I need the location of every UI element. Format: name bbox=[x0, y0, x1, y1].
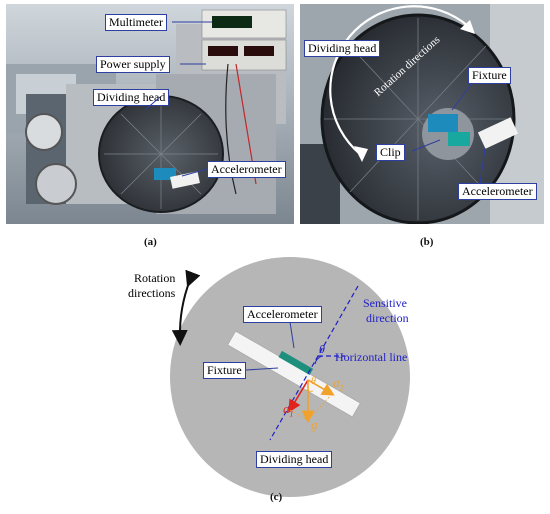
a2-vector bbox=[307, 379, 335, 396]
label-direction: direction bbox=[366, 311, 409, 325]
label-theta: θ bbox=[319, 342, 325, 356]
sensitive-direction-line bbox=[269, 285, 359, 441]
label-fixture-c: Fixture bbox=[203, 362, 246, 379]
accelerometer-sensor bbox=[278, 350, 314, 375]
label-g: g bbox=[311, 417, 318, 432]
caption-c: (c) bbox=[270, 491, 283, 503]
label-a1: a1 bbox=[283, 401, 294, 419]
caption-b: (b) bbox=[420, 236, 434, 248]
label-dividing-head-b: Dividing head bbox=[304, 40, 381, 57]
label-horizontal-line: Horizontal line bbox=[335, 350, 408, 364]
label-theta-2: θ bbox=[311, 376, 316, 387]
label-a2: a2 bbox=[333, 375, 344, 393]
label-accelerometer-c: Accelerometer bbox=[243, 306, 322, 323]
theta-arc bbox=[314, 355, 323, 365]
a1-vector bbox=[288, 379, 309, 413]
label-clip: Clip bbox=[376, 144, 405, 161]
photo-test-setup bbox=[6, 4, 294, 224]
label-sensitive: Sensitive bbox=[363, 296, 407, 310]
leader-lines-b bbox=[411, 82, 486, 185]
label-directions: directions bbox=[128, 286, 176, 300]
rotation-arrow bbox=[171, 269, 201, 346]
schematic-diagram bbox=[170, 257, 410, 497]
label-power-supply: Power supply bbox=[96, 56, 170, 73]
label-rotation: Rotation bbox=[134, 271, 176, 285]
label-accelerometer-b: Accelerometer bbox=[458, 183, 537, 200]
label-dividing-head-a: Dividing head bbox=[93, 89, 170, 106]
label-multimeter: Multimeter bbox=[105, 14, 167, 31]
leader-lines-a bbox=[144, 21, 212, 177]
label-fixture-b: Fixture bbox=[468, 67, 511, 84]
caption-a: (a) bbox=[144, 236, 157, 248]
label-accelerometer-a: Accelerometer bbox=[207, 161, 286, 178]
label-dividing-head-c: Dividing head bbox=[256, 451, 333, 468]
